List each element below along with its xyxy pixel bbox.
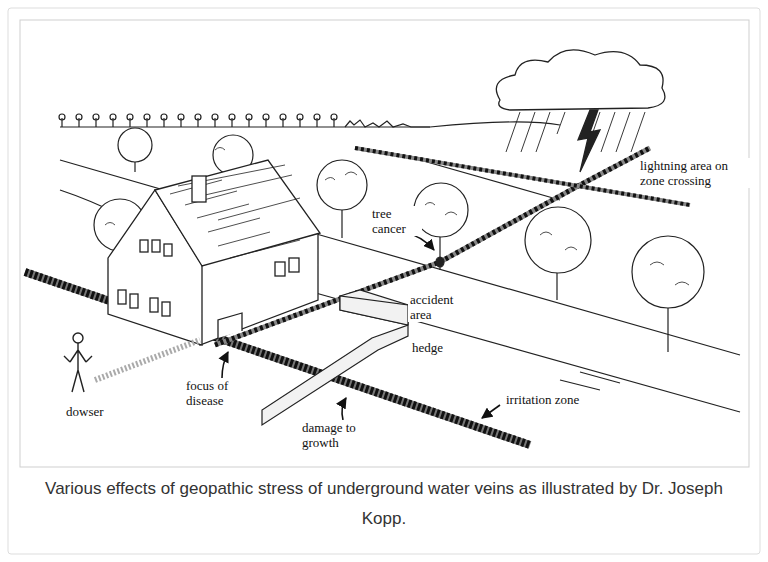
- landscape: [430, 122, 560, 127]
- hedge: [340, 296, 408, 325]
- horizon-trees: [314, 114, 320, 120]
- house: [155, 160, 320, 266]
- trees: [525, 207, 591, 273]
- trees: [436, 257, 444, 267]
- callout-label: damage to growth: [300, 420, 376, 450]
- cloud: [578, 110, 600, 172]
- trees: [94, 128, 704, 352]
- house: [118, 290, 126, 304]
- horizon-trees: [212, 114, 218, 120]
- dowser: [64, 343, 92, 392]
- hedge: [262, 290, 408, 425]
- horizon-trees: [161, 114, 167, 120]
- horizon-trees: [59, 114, 430, 127]
- trees: [414, 183, 468, 237]
- callout-label: accident area: [408, 292, 474, 322]
- horizon-trees: [246, 114, 252, 120]
- house: [150, 298, 158, 312]
- house: [162, 302, 170, 316]
- horizon-trees: [62, 118, 334, 127]
- leader-arrows: [222, 233, 500, 420]
- house: [218, 313, 242, 338]
- leader-arrows: [482, 405, 500, 418]
- trees: [118, 128, 152, 162]
- leader-arrows: [342, 398, 346, 420]
- caption: Various effects of geopathic stress of u…: [26, 474, 742, 534]
- house: [192, 176, 206, 202]
- cloud: [496, 50, 665, 110]
- zones: [25, 148, 690, 445]
- frame: [8, 8, 760, 554]
- landscape: [560, 372, 620, 390]
- horizon-trees: [76, 114, 82, 120]
- horizon-trees: [195, 114, 201, 120]
- hedge: [262, 290, 408, 425]
- house: [130, 294, 138, 308]
- frame: [20, 20, 749, 467]
- horizon-trees: [345, 120, 430, 127]
- callout-label: tree cancer: [370, 206, 422, 236]
- horizon-trees: [144, 114, 150, 120]
- landscape: [60, 160, 740, 355]
- horizon-trees: [110, 114, 116, 120]
- horizon-trees: [59, 114, 65, 120]
- trees: [317, 160, 367, 210]
- cloud: [506, 112, 645, 152]
- dowser: [95, 340, 200, 380]
- horizon-trees: [263, 114, 269, 120]
- dowser: [64, 333, 200, 392]
- house: [275, 262, 285, 276]
- horizon-trees: [331, 114, 337, 120]
- callout-label: irritation zone: [504, 392, 581, 407]
- horizon-trees: [280, 114, 286, 120]
- horizon-trees: [229, 114, 235, 120]
- callout-label: focus of disease: [184, 378, 258, 408]
- frame: [8, 8, 760, 554]
- horizon-trees: [297, 114, 303, 120]
- house: [108, 160, 320, 345]
- horizon-trees: [127, 114, 133, 120]
- dowser: [73, 333, 83, 343]
- house: [152, 240, 160, 252]
- leader-arrows: [222, 352, 228, 378]
- callout-label: dowser: [64, 404, 106, 419]
- house: [140, 240, 148, 252]
- landscape: [60, 126, 430, 127]
- horizon-trees: [178, 114, 184, 120]
- horizon-trees: [93, 114, 99, 120]
- house: [289, 258, 299, 272]
- callout-label: lightning area on zone crossing: [638, 158, 757, 188]
- trees: [632, 236, 704, 308]
- house: [170, 165, 300, 258]
- house: [164, 244, 172, 256]
- callout-label: hedge: [410, 340, 445, 355]
